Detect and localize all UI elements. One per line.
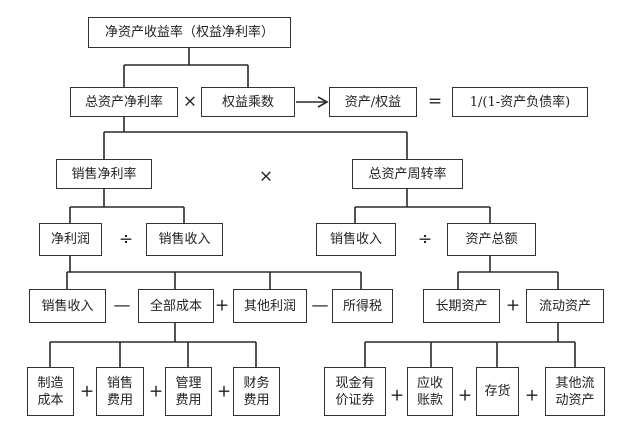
selling-expense-box: 销售 费用: [96, 367, 144, 416]
admin-expense-box: 管理 费用: [165, 367, 212, 416]
assets-over-equity-box: 资产/权益: [329, 87, 417, 117]
plus-operator: +: [214, 295, 230, 316]
sales-net-margin-box: 销售净利率: [56, 159, 152, 189]
plus-operator-7: +: [457, 385, 473, 406]
net-profit-box: 净利润: [39, 223, 102, 256]
minus-operator: —: [113, 295, 131, 316]
plus-operator-3: +: [79, 381, 95, 402]
sales-revenue-box: 销售收入: [146, 223, 223, 256]
income-tax-box: 所得税: [332, 289, 393, 323]
plus-operator-6: +: [389, 385, 405, 406]
other-current-assets-box: 其他流 动资产: [545, 367, 605, 416]
total-cost-box: 全部成本: [138, 289, 214, 323]
long-term-assets-box: 长期资产: [423, 289, 500, 323]
times-operator: ×: [182, 91, 198, 112]
total-assets-box: 资产总额: [447, 223, 536, 256]
total-asset-turnover-box: 总资产周转率: [352, 159, 463, 189]
plus-operator-4: +: [148, 381, 164, 402]
inventory-box: 存货: [476, 367, 519, 416]
receivables-box: 应收 账款: [407, 367, 453, 416]
plus-operator-2: +: [505, 295, 521, 316]
manufacturing-cost-box: 制造 成本: [27, 367, 74, 416]
current-assets-box: 流动资产: [526, 289, 604, 323]
sales-revenue-box-3: 销售收入: [29, 289, 106, 323]
equity-multiplier-box: 权益乘数: [201, 87, 295, 117]
times-operator-2: ×: [258, 166, 274, 187]
marketable-securities-box: 现金有 价证券: [324, 367, 386, 416]
divide-operator-2: ÷: [417, 229, 433, 250]
equals-operator: =: [427, 91, 443, 112]
divide-operator: ÷: [118, 229, 134, 250]
roe-box: 净资产收益率（权益净利率）: [88, 17, 291, 48]
other-profit-box: 其他利润: [233, 289, 307, 323]
one-over-debt-ratio-box: 1/(1-资产负债率): [452, 87, 588, 117]
plus-operator-8: +: [524, 385, 540, 406]
sales-revenue-box-2: 销售收入: [316, 223, 396, 256]
minus-operator-2: —: [311, 295, 329, 316]
plus-operator-5: +: [216, 381, 232, 402]
finance-expense-box: 财务 费用: [233, 367, 280, 416]
total-asset-net-margin-box: 总资产净利率: [70, 87, 178, 117]
